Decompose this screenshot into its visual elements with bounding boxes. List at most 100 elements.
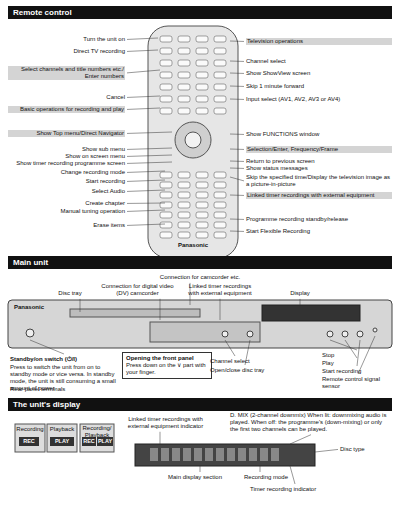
leader-line	[260, 466, 261, 472]
callout-label: Play	[322, 360, 392, 367]
label: Rear panel terminals	[10, 386, 118, 393]
label: Panasonic	[14, 304, 64, 311]
leader-line	[127, 162, 172, 163]
heading: The unit's display	[13, 400, 387, 409]
display-samples	[15, 424, 114, 452]
label: REC	[19, 438, 39, 444]
leader-line	[127, 50, 158, 51]
heading: Remote control	[13, 8, 387, 17]
leader-line	[225, 340, 235, 356]
leader-line	[230, 168, 244, 169]
leader-line	[315, 449, 338, 452]
leader-line	[230, 99, 244, 100]
leader-line	[230, 61, 244, 62]
callout-label: Start Flexible Recording	[246, 228, 392, 235]
enter-button	[185, 132, 201, 148]
leader-line	[345, 340, 357, 358]
callout-label: Display	[280, 290, 320, 297]
callout-label: Programme recording standby/release	[246, 216, 392, 223]
callout-label: Manual tuning operation	[8, 208, 125, 215]
unit-display	[262, 305, 360, 321]
leader-line	[127, 171, 165, 172]
callout-label: Direct TV recording	[8, 48, 125, 55]
display-segments	[150, 448, 279, 461]
disc-tray	[70, 309, 200, 317]
leader-line	[127, 148, 172, 149]
label: Playback	[47, 426, 77, 433]
callout-label: Show FUNCTIONS window	[246, 131, 392, 138]
callout-label: Show on screen menu	[8, 153, 125, 160]
callout-label: Select channels and title numbers etc./ …	[8, 66, 125, 80]
callout-label: Connection for camcorder etc.	[150, 274, 250, 281]
leader-line	[230, 41, 244, 42]
label: Recording	[15, 426, 45, 433]
heading: Opening the front panel	[126, 355, 208, 362]
leader-line	[127, 96, 160, 97]
callout-label: Return to previous screen	[246, 158, 392, 165]
callout-label: Turn the unit on	[8, 36, 125, 43]
callout-label: Erase items	[8, 222, 125, 229]
leader-line	[127, 155, 172, 156]
callout-label: Connection for digital video (DV) camcor…	[100, 283, 175, 297]
main-unit-body	[8, 300, 392, 348]
note-text: Press down on the ∨ part with your finge…	[126, 362, 208, 376]
leader-line	[290, 466, 295, 484]
leader-line	[127, 38, 158, 39]
callout-label: Basic operations for recording and play	[8, 106, 125, 113]
leader-line	[127, 132, 172, 133]
front-panel	[150, 322, 260, 342]
label: Recording/ Playback	[80, 425, 114, 439]
callout-label: Show Top menu/Direct Navigator	[8, 130, 125, 137]
callout-label: Change recording mode	[8, 169, 125, 176]
leader-line	[127, 203, 165, 204]
callout-label: Selection/Enter, Frequency/Frame	[246, 146, 392, 153]
leader-line	[127, 180, 165, 181]
leader-line	[230, 161, 244, 162]
leader-line	[127, 70, 160, 73]
leader-line	[160, 299, 161, 320]
callout-label: Open/close disc tray	[210, 367, 280, 374]
label: REC	[82, 438, 96, 444]
callout-label: Channel select	[210, 358, 260, 365]
leader-line	[330, 340, 357, 350]
note-box: Opening the front panelPress down on the…	[122, 352, 212, 379]
label: Panasonic	[168, 242, 218, 249]
leader-line	[300, 299, 301, 307]
leader-line	[230, 86, 244, 87]
callout-label: Skip the specified time/Display the tele…	[246, 174, 392, 188]
callout-label: Linked timer recordings with external eq…	[185, 283, 255, 297]
leader-line	[127, 190, 165, 191]
callout-label: Skip 1 minute forward	[246, 83, 392, 90]
callout-label: Disc tray	[50, 290, 90, 297]
callout-label: Television operations	[246, 38, 392, 45]
callout-label: Disc type	[340, 446, 390, 453]
leader-line	[160, 432, 161, 444]
indicator-icons	[19, 437, 113, 446]
callout-label: Start recording	[8, 178, 125, 185]
callout-label: Start recording	[322, 368, 392, 375]
label: PLAY	[50, 438, 74, 444]
leader-line	[357, 340, 360, 366]
leader-line	[127, 210, 165, 211]
leader-line	[80, 299, 81, 312]
navigation-ring	[175, 122, 211, 158]
callout-label: Cancel	[8, 94, 125, 101]
leader-line	[127, 108, 160, 109]
callout-label: Linked timer recordings with external eq…	[246, 192, 392, 199]
leader-line	[230, 134, 244, 135]
callout-label: Input select (AV1, AV2, AV3 or AV4)	[246, 96, 392, 103]
leader-line	[230, 219, 244, 220]
callout-label: Show ShowView screen	[246, 70, 392, 77]
callout-label: Channel select	[246, 58, 392, 65]
section-band: Main unit	[8, 256, 392, 269]
unit-buttons	[222, 328, 377, 337]
callout-label: Create chapter	[8, 200, 125, 207]
remote-body	[148, 26, 238, 258]
leader-line	[200, 466, 201, 472]
callout-label: Show timer recording programme screen	[8, 160, 125, 167]
callout-label: Main display section	[160, 474, 230, 481]
callout-label: Stop	[322, 352, 392, 359]
section-band: Remote control	[8, 6, 392, 19]
leader-line	[230, 195, 244, 196]
